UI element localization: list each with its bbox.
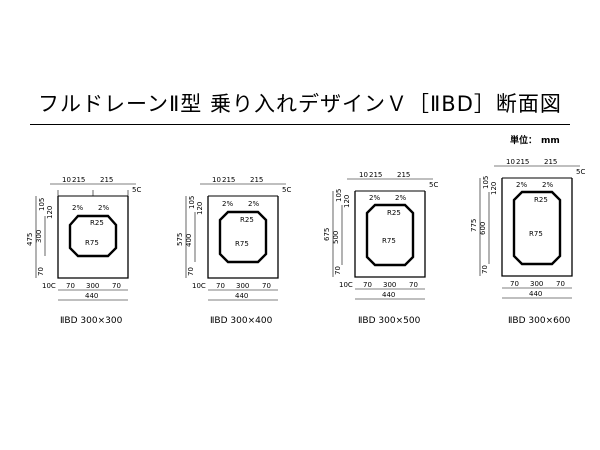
- slope-right: 2%: [98, 204, 109, 212]
- dim-bottom-300: 300: [383, 281, 396, 289]
- dim-bottom-300: 300: [86, 282, 99, 290]
- radius-bottom: R75: [529, 230, 543, 238]
- slope-left: 2%: [369, 194, 380, 202]
- inner-height: 500: [332, 231, 340, 244]
- section-label-300x500: ⅡBD 300×500: [358, 316, 421, 326]
- drawing-title: フルドレーンⅡ型 乗り入れデザインＶ［ⅡBD］断面図: [38, 92, 562, 116]
- dim-top-10: 10: [359, 171, 368, 179]
- radius-top: R25: [387, 209, 401, 217]
- corner-label: 5C: [429, 181, 438, 189]
- dim-120: 120: [196, 202, 204, 215]
- section-label-300x400: ⅡBD 300×400: [210, 316, 273, 326]
- dim-top-215b: 215: [397, 171, 410, 179]
- section-label-300x600: ⅡBD 300×600: [508, 316, 571, 326]
- dim-top-10: 10: [506, 158, 515, 166]
- dim-bottom-70a: 70: [510, 280, 519, 288]
- bottom-chamfer: 10C: [192, 282, 206, 290]
- inner-height: 300: [35, 230, 43, 243]
- slope-right: 2%: [542, 181, 553, 189]
- inner-height: 600: [479, 222, 487, 235]
- dim-bottom-70a: 70: [216, 282, 225, 290]
- base-height: 70: [334, 266, 342, 275]
- radius-top: R25: [534, 196, 548, 204]
- body-outline: [57, 196, 129, 279]
- inner-channel: [68, 214, 118, 258]
- corner-label: 5C: [132, 186, 141, 194]
- section-label-300x300: ⅡBD 300×300: [60, 316, 123, 326]
- base-height: 70: [481, 265, 489, 274]
- unit-label: 単位：: [510, 136, 538, 146]
- overall-width: 440: [529, 290, 542, 298]
- dim-105: 105: [335, 189, 343, 202]
- unit-note: 単位：mm: [510, 133, 564, 146]
- dim-top-215b: 215: [250, 176, 263, 184]
- total-height: 575: [176, 233, 184, 246]
- dim-top-215b: 215: [100, 176, 113, 184]
- dim-120: 120: [46, 206, 54, 219]
- dim-105: 105: [482, 176, 490, 189]
- base-height: 70: [187, 267, 195, 276]
- section-drawing-300x300: 10 215 215 5C 2% 2% R25 R75 475 300 105 …: [26, 176, 141, 301]
- bottom-chamfer: 10C: [339, 281, 353, 289]
- dim-top-215a: 215: [516, 158, 529, 166]
- dim-top-215a: 215: [72, 176, 85, 184]
- dim-bottom-70b: 70: [262, 282, 271, 290]
- dim-105: 105: [38, 198, 46, 211]
- dim-top-10: 10: [62, 176, 71, 184]
- total-height: 775: [470, 219, 478, 232]
- radius-top: R25: [240, 216, 254, 224]
- overall-width: 440: [382, 291, 395, 299]
- dim-bottom-70b: 70: [409, 281, 418, 289]
- slope-left: 2%: [72, 204, 83, 212]
- dim-120: 120: [490, 182, 498, 195]
- slope-right: 2%: [248, 200, 259, 208]
- dim-120: 120: [343, 195, 351, 208]
- inner-height: 400: [185, 234, 193, 247]
- dim-top-215b: 215: [544, 158, 557, 166]
- corner-label: 5C: [576, 168, 585, 176]
- radius-bottom: R75: [235, 240, 249, 248]
- dim-bottom-70a: 70: [66, 282, 75, 290]
- radius-bottom: R75: [382, 237, 396, 245]
- dim-bottom-300: 300: [530, 280, 543, 288]
- total-height: 475: [26, 233, 34, 246]
- unit-value: mm: [541, 136, 560, 146]
- corner-label: 5C: [282, 186, 291, 194]
- section-drawing-300x600: 10 215 215 5C 2% 2% R25 R75 775 600 105 …: [470, 158, 585, 299]
- dim-bottom-70b: 70: [112, 282, 121, 290]
- total-height: 675: [323, 228, 331, 241]
- dim-bottom-70b: 70: [556, 280, 565, 288]
- bottom-chamfer: 10C: [42, 282, 56, 290]
- radius-bottom: R75: [85, 239, 99, 247]
- title-underline: [30, 124, 570, 125]
- section-drawing-300x400: 10 215 215 5C 2% 2% R25 R75 575 400 105 …: [176, 176, 291, 301]
- slope-left: 2%: [516, 181, 527, 189]
- slope-right: 2%: [395, 194, 406, 202]
- slope-left: 2%: [222, 200, 233, 208]
- dim-bottom-300: 300: [236, 282, 249, 290]
- dim-top-10: 10: [212, 176, 221, 184]
- section-drawing-300x500: 10 215 215 5C 2% 2% R25 R75 675 500 105 …: [323, 171, 438, 300]
- dim-top-215a: 215: [369, 171, 382, 179]
- base-height: 70: [37, 267, 45, 276]
- dim-bottom-70a: 70: [363, 281, 372, 289]
- overall-width: 440: [85, 292, 98, 300]
- dim-top-215a: 215: [222, 176, 235, 184]
- radius-top: R25: [90, 219, 104, 227]
- overall-width: 440: [235, 292, 248, 300]
- dim-105: 105: [188, 196, 196, 209]
